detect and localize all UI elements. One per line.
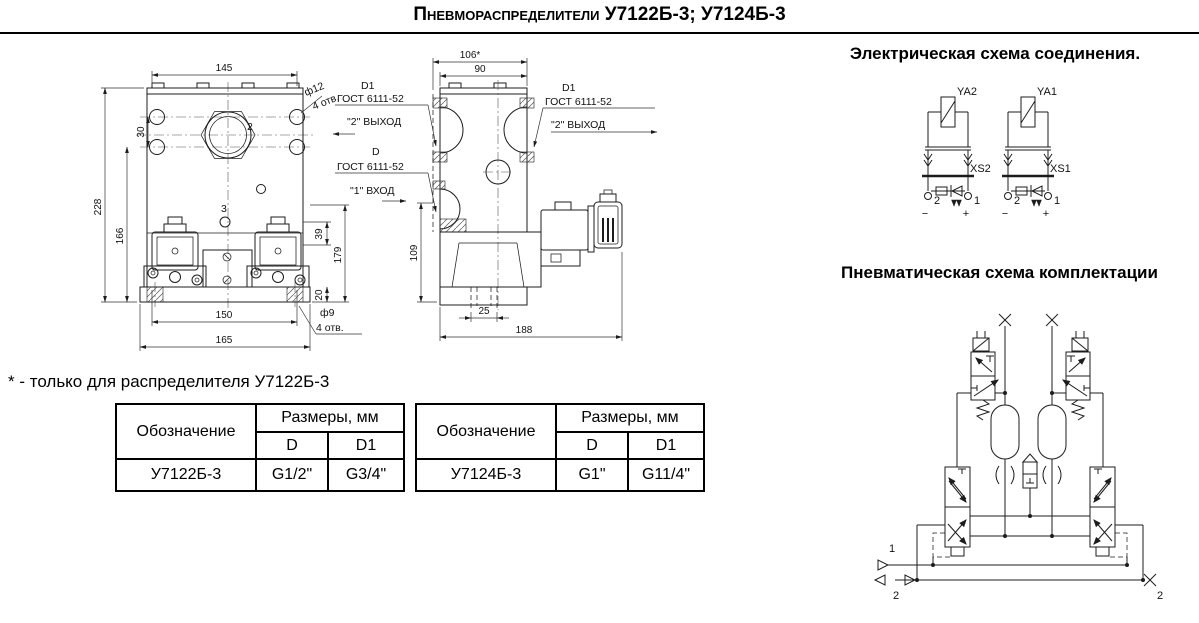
solenoid-left [143,216,207,288]
note-asterisk: * - только для распределителя У7122Б-3 [8,372,330,391]
port-labels: D1 ГОСТ 6111-52 "2" ВЫХОД D ГОСТ 6111-52… [332,80,658,213]
table1-d1-value: G3/4" [327,458,405,492]
front-view [136,82,314,308]
circuit-ya1: YA1 XS1 2 1 − + [1002,86,1071,220]
solenoid-right [246,216,310,288]
table2-designation: У7124Б-3 [415,458,557,492]
out-right-gost: ГОСТ 6111-52 [545,96,612,108]
out-right-d: D1 [562,82,576,94]
in-d: D [372,146,380,158]
dim-25: 25 [478,306,490,317]
out-left-d: D1 [361,80,375,92]
plus-left: + [963,208,969,220]
pneumatic-port-2-left: 2 [893,590,899,602]
in-port: "1" ВХОД [350,185,394,197]
table1-d-value: G1/2" [255,458,329,492]
dim-228: 228 [93,198,104,215]
title-product: Пневмораспределители [413,4,600,25]
dim-109: 109 [409,244,420,261]
pin-2-right: 2 [1014,195,1020,207]
dim-39: 39 [314,228,325,240]
out-right-port: "2" ВЫХОД [551,119,605,131]
plus-right: + [1043,208,1049,220]
socket-label-xs2: XS2 [970,163,991,175]
pneumatic-heading: Пневматическая схема комплектации [841,263,1158,282]
dim-165: 165 [216,335,233,346]
dim-106: 106* [460,50,481,61]
out-left-port: "2" ВЫХОД [347,116,401,128]
minus-left: − [922,208,928,220]
dim-179: 179 [333,246,344,263]
minus-right: − [1002,208,1008,220]
dim-188: 188 [516,325,533,336]
dim-90: 90 [474,64,486,75]
title-models: У7122Б-3; У7124Б-3 [604,4,786,25]
table1-d1-header: D1 [327,431,405,460]
dim-20: 20 [314,289,325,301]
dim-30: 30 [136,126,147,138]
table1-designation-header: Обозначение [115,403,257,460]
side-view [432,80,623,310]
table1-sizes-header: Размеры, мм [255,403,405,433]
spec-table-u7122: Обозначение Размеры, мм D D1 У7122Б-3 G1… [115,403,405,492]
solenoid-side [540,189,623,267]
callout-2: 2 [247,121,253,133]
front-view-dimensions: 145 228 166 30 39 179 20 150 165 [93,63,362,351]
spec-table-u7124: Обозначение Размеры, мм D D1 У7124Б-3 G1… [415,403,705,492]
table2-d-value: G1" [555,458,629,492]
coil-label-ya1: YA1 [1037,86,1057,98]
dim-145: 145 [216,63,233,74]
technical-drawing: 145 228 166 30 39 179 20 150 165 [93,50,658,351]
out-left-gost: ГОСТ 6111-52 [337,93,404,105]
table2-sizes-header: Размеры, мм [555,403,705,433]
pin-1-right: 1 [1054,195,1060,207]
pneumatic-port-2-right: 2 [1157,590,1163,602]
dim-166: 166 [115,227,126,244]
table2-designation-header: Обозначение [415,403,557,460]
table1-d-header: D [255,431,329,460]
title-divider [0,32,1199,34]
pneumatic-diagram: 1 2 2 [873,313,1163,602]
circuit-ya2: YA2 XS2 2 1 − + [922,86,991,220]
dim-150: 150 [216,310,233,321]
table1-designation: У7122Б-3 [115,458,257,492]
table2-d1-header: D1 [627,431,705,460]
page-title: Пневмораспределители У7122Б-3; У7124Б-3 [0,4,1199,26]
callout-3: 3 [221,203,227,215]
pneumatic-schematic: 1 2 2 [873,313,1163,602]
table2-d-header: D [555,431,629,460]
in-gost: ГОСТ 6111-52 [337,161,404,173]
electrical-schematic: YA2 XS2 2 1 − + YA1 XS1 [922,86,1071,220]
coil-label-ya2: YA2 [957,86,977,98]
table2-d1-value: G11/4" [627,458,705,492]
side-view-dimensions: 106* 90 109 25 188 [409,50,623,341]
socket-label-xs1: XS1 [1050,163,1071,175]
pin-1-left: 1 [974,195,980,207]
pin-2-left: 2 [934,195,940,207]
label-phi9-holes: 4 отв. [316,322,344,334]
label-phi9: ф9 [320,307,335,319]
electrical-heading: Электрическая схема соединения. [849,44,1141,63]
pneumatic-port-1: 1 [889,543,895,555]
